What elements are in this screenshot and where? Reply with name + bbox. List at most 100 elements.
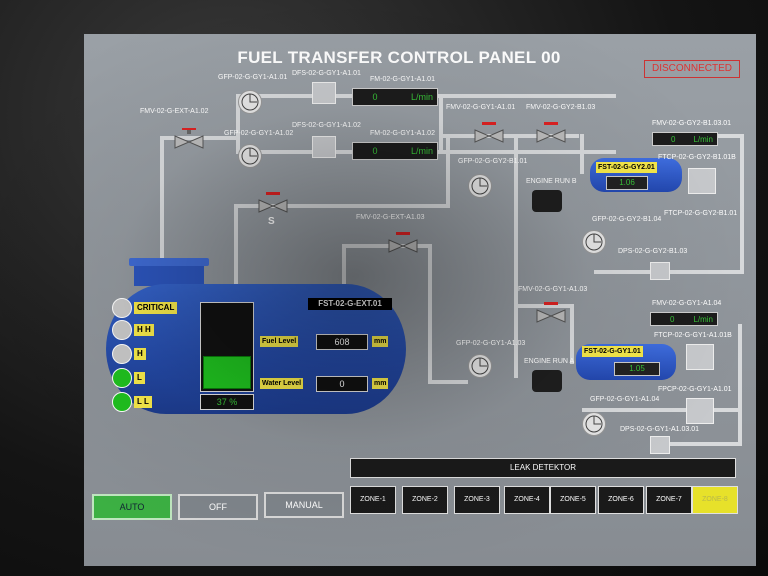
fuel-level-gauge (200, 302, 254, 392)
control-panel-box[interactable] (686, 344, 714, 370)
pipe (428, 244, 432, 384)
pump-icon[interactable] (468, 174, 492, 198)
pipe (738, 324, 742, 444)
level-indicator-hh (112, 320, 132, 340)
page-title: FUEL TRANSFER CONTROL PANEL 00 (237, 48, 561, 67)
day-tank-value: 1.06 (606, 176, 648, 190)
pump-icon[interactable] (582, 412, 606, 436)
day-tank-label: FST-02-G-GY2.01 (596, 162, 657, 173)
pipe (514, 304, 574, 308)
pump-label: GFP-02-G-GY1-A1.01 (218, 74, 288, 81)
flow-meter-label: FM-02-G-GY1-A1.02 (370, 130, 435, 137)
valve-label: FMV-02-G-GY1-A1.04 (652, 300, 722, 307)
filter-icon[interactable] (312, 82, 336, 104)
zone-5-button[interactable]: ZONE-5 (550, 486, 596, 514)
level-tag: H H (134, 324, 154, 336)
pump-icon[interactable] (468, 354, 492, 378)
pipe (514, 138, 518, 378)
gauge-fill (203, 355, 251, 389)
engine-label: ENGINE RUN B (526, 178, 577, 185)
zone-1-button[interactable]: ZONE-1 (350, 486, 396, 514)
valve-label: S (268, 216, 275, 227)
zone-4-button[interactable]: ZONE-4 (504, 486, 550, 514)
flow-meter-display: 0 L/min (652, 132, 718, 146)
valve-label: FMV-02-G-GY2-B1.03.01 (652, 120, 731, 127)
pressure-switch-label: DPS-02-G-GY1-A1.03.01 (620, 426, 699, 433)
unit-label: mm (372, 378, 389, 389)
level-tag: L L (134, 396, 152, 408)
auto-button[interactable]: AUTO (92, 494, 172, 520)
valve-label: FMV-02-G-EXT-A1.03 (356, 214, 425, 221)
pipe (160, 138, 164, 268)
pump-icon[interactable] (238, 144, 262, 168)
pump-label: GFP-02-G-GY2-B1.04 (592, 216, 662, 223)
level-tag: CRITICAL (134, 302, 178, 314)
control-panel-box[interactable] (686, 398, 714, 424)
flow-unit: L/min (410, 146, 433, 156)
valve-label: FMV-02-G-GY1-A1.01 (446, 104, 516, 111)
unit-label: mm (372, 336, 389, 347)
control-panel-box[interactable] (688, 168, 716, 194)
tank-control-label: FTCP-02-G-GY2-B1.01 (664, 210, 738, 217)
valve-icon[interactable] (534, 302, 568, 324)
water-level-label: Water Level (260, 378, 304, 389)
valve-icon[interactable] (386, 232, 420, 254)
day-tank-label: FST-02-G-GY1.01 (582, 346, 643, 357)
pipe (236, 94, 240, 154)
fill-percent: 37 % (200, 394, 254, 410)
tank-inlet-flange (129, 258, 209, 266)
dfs-label: DFS-02-G-GY1-A1.01 (292, 70, 361, 77)
flow-meter-display: 0 L/min (650, 312, 718, 326)
fuel-level-value: 608 (316, 334, 368, 350)
fuel-level-label: Fuel Level (260, 336, 299, 347)
pipe (439, 134, 579, 138)
valve-icon[interactable] (534, 122, 568, 144)
flow-value: 0 (669, 314, 675, 324)
engine-label: ENGINE RUN A (524, 358, 575, 365)
pipe (570, 304, 574, 364)
pipe (652, 442, 742, 446)
zone-8-button[interactable]: ZONE-8 (692, 486, 738, 514)
hmi-screen: FUEL TRANSFER CONTROL PANEL 00 DISCONNEC… (84, 34, 756, 566)
connection-status-badge: DISCONNECTED (644, 60, 740, 78)
pressure-switch-box[interactable] (650, 262, 670, 280)
engine-icon (532, 190, 562, 212)
pipe (582, 408, 742, 412)
pump-label: GFP-02-G-GY1-A1.03 (456, 340, 526, 347)
tank-control-label: FTCP-02-G-GY1-A1.01B (654, 332, 732, 339)
dfs-label: DFS-02-G-GY1-A1.02 (292, 122, 361, 129)
valve-label: FMV-02-G-EXT-A1.02 (140, 108, 209, 115)
pipe (342, 244, 432, 248)
tank-control-label: FPCP-02-G-GY1-A1.01 (658, 386, 732, 393)
valve-icon[interactable] (256, 192, 290, 214)
water-level-value: 0 (316, 376, 368, 392)
off-button[interactable]: OFF (178, 494, 258, 520)
engine-icon (532, 370, 562, 392)
zone-7-button[interactable]: ZONE-7 (646, 486, 692, 514)
zone-6-button[interactable]: ZONE-6 (598, 486, 644, 514)
level-tag: L (134, 372, 145, 384)
pump-icon[interactable] (582, 230, 606, 254)
pipe (446, 138, 450, 208)
level-indicator-h (112, 344, 132, 364)
filter-icon[interactable] (312, 136, 336, 158)
pressure-switch-label: DPS-02-G-GY2-B1.03 (618, 248, 688, 255)
pressure-switch-box[interactable] (650, 436, 670, 454)
valve-icon[interactable] (172, 127, 206, 150)
day-tank-value: 1.05 (614, 362, 660, 376)
leak-detector-header: LEAK DETEKTOR (350, 458, 736, 478)
manual-button[interactable]: MANUAL (264, 492, 344, 518)
flow-unit: L/min (410, 92, 433, 102)
pump-label: GFP-02-G-GY2-B1.01 (458, 158, 528, 165)
tank-name: FST-02-G-EXT.01 (308, 298, 392, 310)
level-indicator-critical (112, 298, 132, 318)
tank-control-label: FTCP-02-G-GY2-B1.01B (658, 154, 736, 161)
pump-icon[interactable] (238, 90, 262, 114)
valve-icon[interactable] (472, 122, 506, 144)
zone-2-button[interactable]: ZONE-2 (402, 486, 448, 514)
zone-3-button[interactable]: ZONE-3 (454, 486, 500, 514)
pipe (342, 244, 346, 294)
pipe (439, 94, 443, 154)
valve-label: FMV-02-G-GY2-B1.03 (526, 104, 596, 111)
pipe (428, 380, 468, 384)
